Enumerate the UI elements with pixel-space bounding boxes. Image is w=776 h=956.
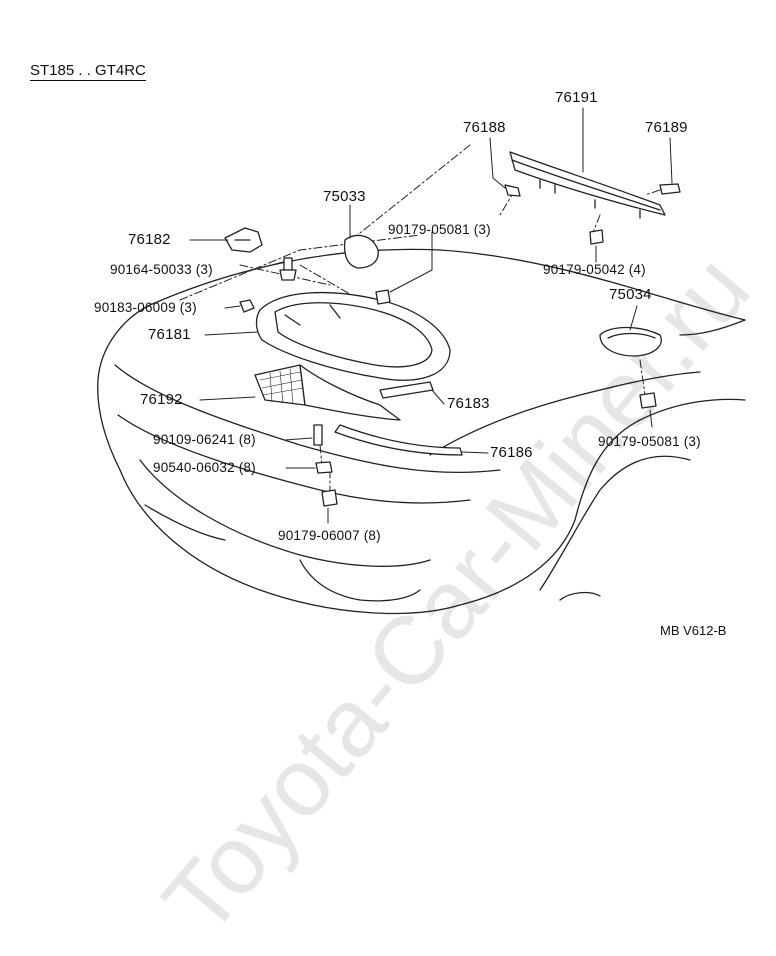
- diagram-reference-code: MB V612-B: [660, 623, 727, 638]
- clip-90179-05081-left: [375, 289, 391, 305]
- ref-line-9: [319, 444, 323, 466]
- bumper-curve-2: [117, 414, 471, 504]
- ref-line-4: [299, 264, 361, 301]
- spoiler-76191: [509, 151, 666, 216]
- fender-line: [429, 371, 701, 456]
- bolt-90109: [313, 424, 323, 446]
- leader-90109: [284, 437, 313, 441]
- fascia-upper: [97, 304, 151, 471]
- frame-76181: [255, 291, 451, 381]
- duct-75034: [599, 326, 662, 357]
- ref-line-3: [239, 264, 331, 286]
- ref-line-7: [639, 359, 646, 396]
- part-label-76186: 76186: [490, 444, 533, 461]
- part-label-76182: 76182: [128, 231, 171, 248]
- part-label-76188: 76188: [463, 119, 506, 136]
- fog-lamp: [559, 591, 601, 601]
- leader-76189: [669, 137, 673, 184]
- clip-76188: [504, 184, 521, 197]
- leader-76186: [461, 451, 489, 454]
- nut-90183: [239, 299, 255, 313]
- clip-90179-05042: [589, 229, 604, 245]
- part-label-90109-06241: 90109-06241 (8): [153, 432, 256, 447]
- model-code-header: ST185 . . GT4RC: [30, 62, 146, 81]
- leader-90164: [244, 261, 284, 273]
- duct-75033: [343, 234, 379, 269]
- clip-76189: [659, 183, 681, 195]
- part-label-76191: 76191: [555, 89, 598, 106]
- leader-76188: [489, 137, 506, 189]
- ref-line-1: [344, 144, 471, 246]
- lower-intake: [299, 559, 421, 602]
- bumper-curve: [114, 364, 501, 474]
- wheel-arch: [539, 455, 691, 591]
- part-label-90179-06007: 90179-06007 (8): [278, 528, 381, 543]
- part-label-76189: 76189: [645, 119, 688, 136]
- part-label-76192: 76192: [140, 391, 183, 408]
- part-label-90183-06009: 90183-06009 (3): [94, 300, 197, 315]
- nut-90540: [315, 461, 333, 474]
- hood-outline: [149, 248, 746, 321]
- screw-90164: [283, 257, 293, 271]
- grille-opening: [139, 459, 431, 567]
- clip-90179-05081-right: [639, 392, 657, 409]
- ref-line-2: [179, 234, 421, 301]
- housing: [299, 364, 401, 421]
- clip-90179-06007: [321, 489, 338, 507]
- fog-lamp-2: [144, 504, 226, 541]
- part-label-90164-50033: 90164-50033 (3): [110, 262, 213, 277]
- leader-76183: [431, 389, 445, 405]
- part-label-90179-05042: 90179-05042 (4): [543, 262, 646, 277]
- part-label-90540-06032: 90540-06032 (8): [153, 460, 256, 475]
- part-label-75033: 75033: [323, 188, 366, 205]
- leader-90179-05081-right: [649, 409, 653, 428]
- leader-75034: [629, 305, 638, 331]
- fender-right: [459, 398, 746, 606]
- hood-right-edge: [679, 319, 746, 336]
- leader-76192: [199, 396, 256, 401]
- part-label-90179-05081-right: 90179-05081 (3): [598, 434, 701, 449]
- fascia-lower: [119, 469, 461, 615]
- leader-90183: [224, 305, 241, 309]
- part-label-76183: 76183: [447, 395, 490, 412]
- part-label-76181: 76181: [148, 326, 191, 343]
- leader-90179-05081-left: [389, 231, 433, 293]
- part-label-90179-05081-left: 90179-05081 (3): [388, 222, 491, 237]
- strip-76186: [334, 424, 463, 456]
- seal-76183: [379, 381, 434, 399]
- leader-76181: [204, 331, 259, 336]
- part-label-75034: 75034: [609, 286, 652, 303]
